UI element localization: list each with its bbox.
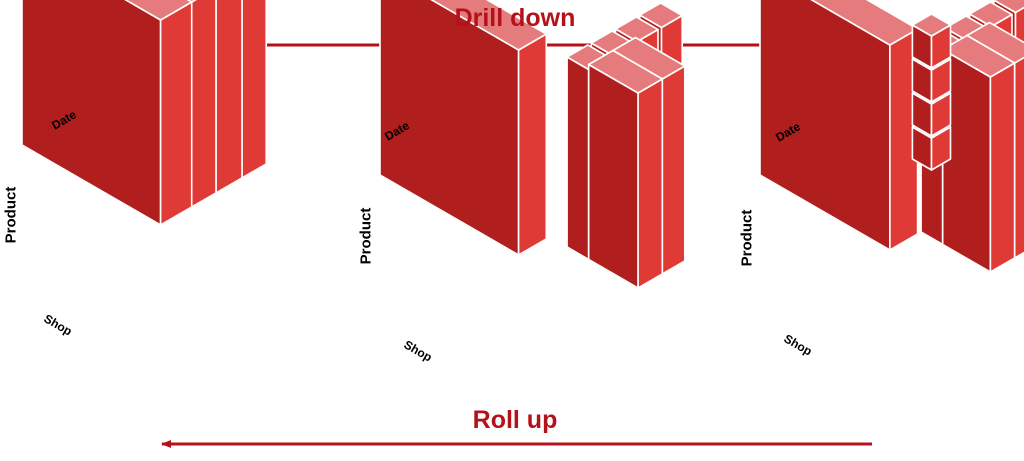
roll-up-title: Roll up (472, 406, 558, 434)
block-front-face (21, 0, 162, 226)
block-top-face (430, 0, 548, 51)
block-side-face (637, 78, 664, 289)
block-side-face (661, 65, 686, 275)
block-top-face (941, 34, 1016, 78)
block-top-face (124, 0, 193, 21)
cube-rolled-up (21, 0, 268, 226)
block-front-face (566, 56, 590, 261)
block-side-face (989, 62, 1016, 273)
drill-down-title: Drill down (454, 4, 576, 32)
block-top-face (968, 1, 1013, 28)
block-top-face (614, 16, 659, 43)
block-top-face (587, 49, 664, 94)
block-top-face (992, 0, 1024, 14)
block-front-face (759, 0, 891, 251)
cube-drilled-down (759, 0, 1024, 273)
block-top-face (638, 2, 684, 29)
block-side-face (159, 1, 193, 226)
block-side-face (190, 0, 217, 208)
block-side-face (241, 0, 268, 179)
block-side-face (517, 33, 548, 256)
block-side-face (215, 0, 243, 194)
block-top-face (911, 13, 952, 37)
block-front-face (587, 63, 639, 289)
cube-partial (379, 0, 686, 289)
block-side-face (1013, 56, 1024, 259)
